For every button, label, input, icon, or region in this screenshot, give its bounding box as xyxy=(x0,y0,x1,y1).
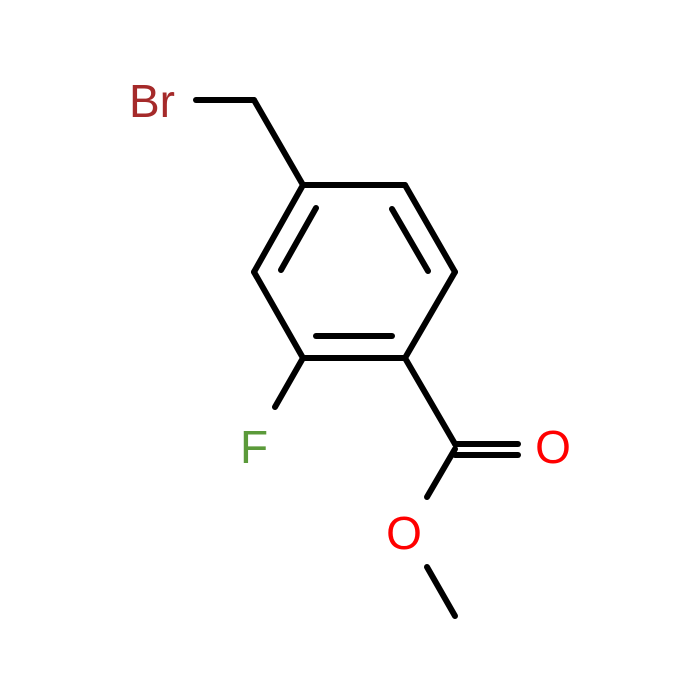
bond-ring-carbonyl xyxy=(402,355,458,447)
bond-ring-c2-c3 xyxy=(402,182,458,275)
bond-ring-inner-right xyxy=(389,206,431,274)
bond-o-ch3 xyxy=(424,564,458,619)
bond-ring-c5-c6 xyxy=(251,269,306,361)
ester-oxygen-label: O xyxy=(386,507,422,559)
carbonyl-oxygen-label: O xyxy=(535,421,571,473)
atom-labels: Br F O O xyxy=(129,75,571,559)
bond-c-f xyxy=(272,355,306,410)
bond-ring-c3-c4 xyxy=(402,269,458,361)
bond-ring-inner-left xyxy=(278,205,319,273)
bonds xyxy=(193,97,521,619)
fluorine-label: F xyxy=(240,421,268,473)
bond-c-o-ester xyxy=(424,446,458,500)
bromine-label: Br xyxy=(129,75,175,127)
bond-ring-c6-c1 xyxy=(251,182,306,275)
bond-ch2-ring xyxy=(251,97,306,188)
